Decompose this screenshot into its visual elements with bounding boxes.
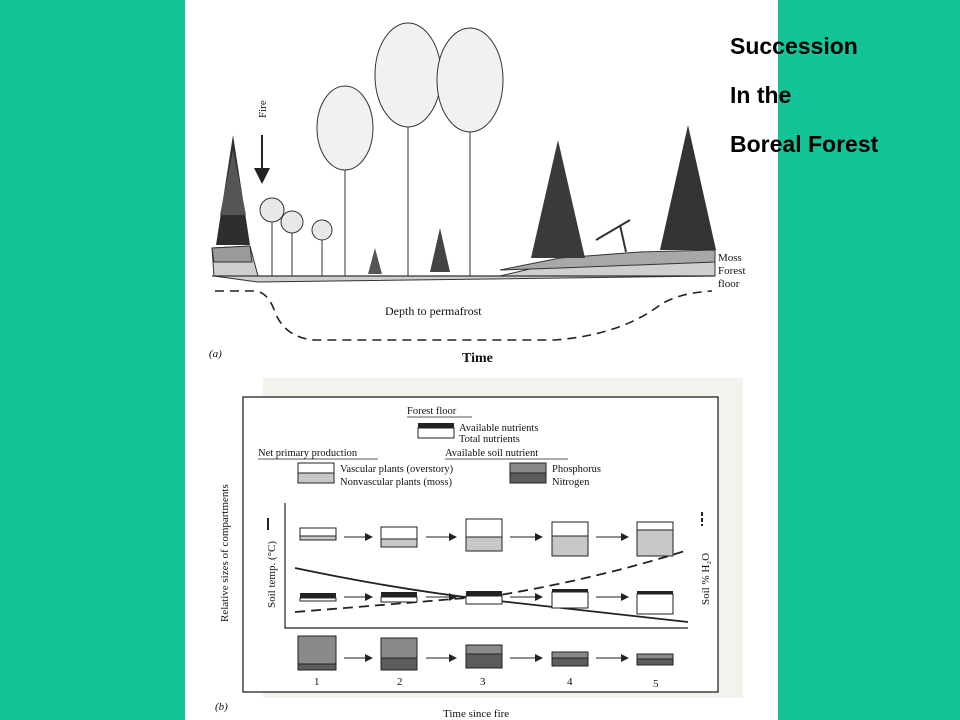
stage-label: 4 <box>567 676 573 688</box>
permafrost-depth-line <box>215 290 713 341</box>
y-axis-label: Relative sizes of compartments <box>219 484 231 622</box>
stage-label: 5 <box>653 678 659 690</box>
spruce-tree-icon <box>660 125 716 250</box>
stage-label: 3 <box>480 676 486 688</box>
time-axis-label: Time <box>462 351 493 366</box>
forest-label: Forest <box>718 265 746 277</box>
legend: Forest floor Available nutrients Total n… <box>258 406 601 488</box>
swatch-available-nutrients <box>418 423 454 428</box>
spruce-tree-icon <box>531 140 585 258</box>
swatch-nonvascular-plants <box>297 472 335 484</box>
stage-label: 2 <box>397 676 403 688</box>
title-line-1: Succession <box>730 33 858 59</box>
permafrost-label: Depth to permafrost <box>385 304 482 318</box>
soil-temp-label: Soil temp. (°C) <box>266 541 278 608</box>
stage-label: 1 <box>314 676 320 688</box>
slide-title: Succession In the Boreal Forest <box>730 22 878 169</box>
title-line-3: Boreal Forest <box>730 131 879 157</box>
sapling-conifer-icon <box>430 228 450 272</box>
legend-nitrogen: Nitrogen <box>552 477 590 488</box>
soil-nutrient-compartments <box>297 635 674 671</box>
swatch-nitrogen <box>509 472 547 484</box>
swatch-total-nutrients <box>417 427 455 439</box>
moss-label: Moss <box>718 252 742 264</box>
spruce-tree-icon <box>216 135 250 245</box>
panel-b-compartment-diagram: Relative sizes of compartments Forest fl… <box>215 378 743 720</box>
legend-available-nutrients: Available nutrients <box>459 423 538 434</box>
legend-total-nutrients: Total nutrients <box>459 434 520 445</box>
soil-water-label: Soil % H₂O <box>700 553 712 605</box>
inner-axes <box>284 503 688 629</box>
legend-soil-heading: Available soil nutrient <box>445 448 538 459</box>
title-line-2: In the <box>730 82 792 108</box>
panel-a-forest-scene: Fire Moss Forest floor <box>209 22 746 366</box>
swatch-phosphorus <box>509 462 547 474</box>
fallen-tree-icon <box>595 219 631 253</box>
stage-arrows <box>344 533 629 662</box>
npp-compartments <box>299 518 674 557</box>
soil-water-curve <box>294 549 689 613</box>
legend-npp-heading: Net primary production <box>258 448 358 459</box>
floor-label: floor <box>718 278 740 290</box>
aspen-tree-icon <box>316 22 504 276</box>
time-since-fire-label: Time since fire <box>443 708 509 720</box>
swatch-vascular-plants <box>297 462 335 474</box>
forest-floor-compartments <box>299 589 674 615</box>
moss-layer-left <box>211 245 253 263</box>
legend-forest-floor-heading: Forest floor <box>407 406 457 417</box>
legend-phosphorus: Phosphorus <box>552 464 601 475</box>
legend-nonvascular-plants: Nonvascular plants (moss) <box>340 477 452 488</box>
panel-b-label: (b) <box>215 701 228 713</box>
young-deciduous-tree-icon <box>259 197 333 276</box>
panel-a-label: (a) <box>209 348 222 360</box>
sapling-conifer-icon <box>368 248 382 274</box>
fire-label: Fire <box>257 100 269 118</box>
legend-vascular-plants: Vascular plants (overstory) <box>340 464 454 475</box>
